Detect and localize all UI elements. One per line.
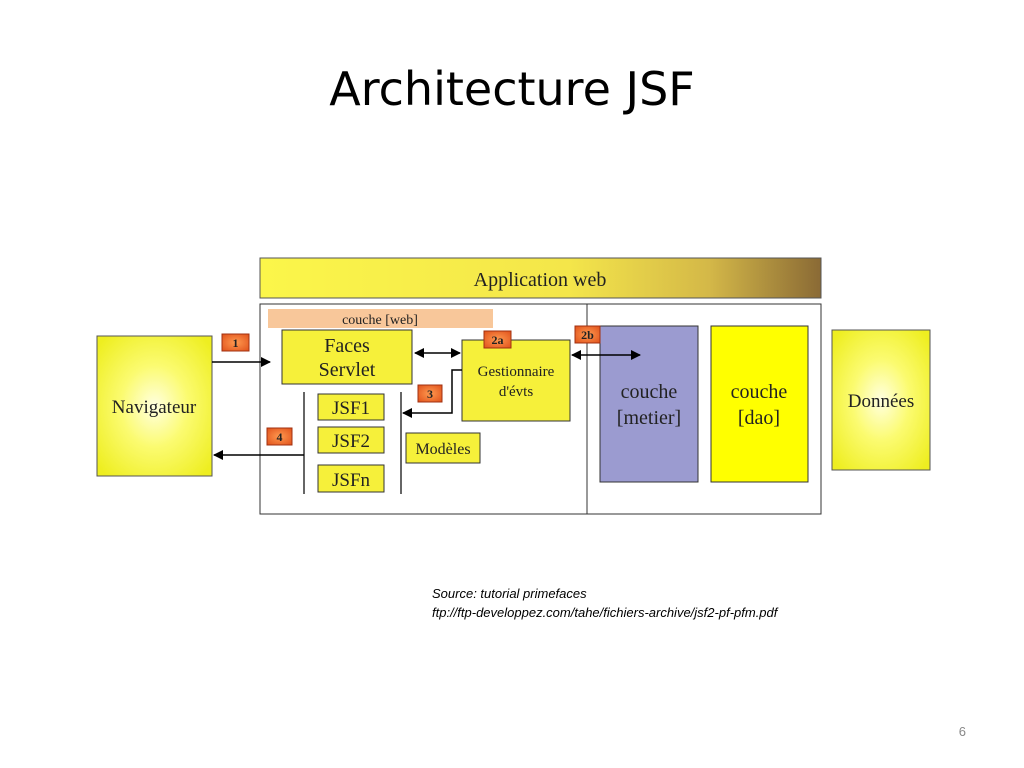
step-badge-3: 3 <box>417 384 443 403</box>
slide-title: Architecture JSF <box>329 62 695 116</box>
couche-dao-box: couche [dao] <box>710 325 809 483</box>
gestionnaire-box: Gestionnaire d'évts <box>461 339 571 422</box>
step-badge-2b-label: 2b <box>581 328 594 342</box>
source-citation: Source: tutorial primefaces ftp://ftp-de… <box>432 584 777 622</box>
gestionnaire-line2: d'évts <box>499 384 534 400</box>
couche-metier-line2: [metier] <box>617 407 681 429</box>
application-web-header: Application web <box>259 257 822 299</box>
step-badge-1-label: 1 <box>233 336 239 350</box>
couche-metier-box: couche [metier] <box>599 325 699 483</box>
step-badge-2a-label: 2a <box>492 333 504 347</box>
step-badge-2b: 2b <box>574 325 601 344</box>
source-url[interactable]: ftp://ftp-developpez.com/tahe/fichiers-a… <box>432 605 778 620</box>
jsf2-label: JSF2 <box>332 431 370 452</box>
jsf1-box: JSF1 <box>317 393 385 421</box>
jsfn-box: JSFn <box>317 464 385 493</box>
couche-dao-line2: [dao] <box>738 407 780 429</box>
modeles-box: Modèles <box>405 432 481 464</box>
couche-web-label: couche [web] <box>342 313 418 328</box>
jsf2-box: JSF2 <box>317 426 385 454</box>
step-badge-4: 4 <box>266 427 293 446</box>
faces-servlet-line2: Servlet <box>319 359 376 381</box>
step-badge-2a: 2a <box>483 330 512 349</box>
gestionnaire-line1: Gestionnaire <box>478 364 555 380</box>
donnees-label: Données <box>848 391 914 412</box>
jsfn-label: JSFn <box>332 470 371 491</box>
donnees-box: Données <box>831 329 931 471</box>
faces-servlet-line1: Faces <box>324 335 370 357</box>
application-web-label: Application web <box>474 269 607 291</box>
page-number: 6 <box>958 724 966 739</box>
jsf1-label: JSF1 <box>332 398 370 419</box>
step-badge-4-label: 4 <box>277 430 283 444</box>
step-badge-1: 1 <box>221 333 250 352</box>
couche-web-band: couche [web] <box>268 309 493 328</box>
navigateur-box: Navigateur <box>96 335 213 477</box>
faces-servlet-box: Faces Servlet <box>281 329 413 385</box>
modeles-label: Modèles <box>415 441 470 458</box>
arrow-step-3 <box>402 369 462 418</box>
source-line-1: Source: tutorial primefaces <box>432 586 587 601</box>
couche-dao-line1: couche <box>731 381 788 403</box>
navigateur-label: Navigateur <box>112 397 197 418</box>
step-badge-3-label: 3 <box>427 387 433 401</box>
couche-metier-line1: couche <box>621 381 678 403</box>
